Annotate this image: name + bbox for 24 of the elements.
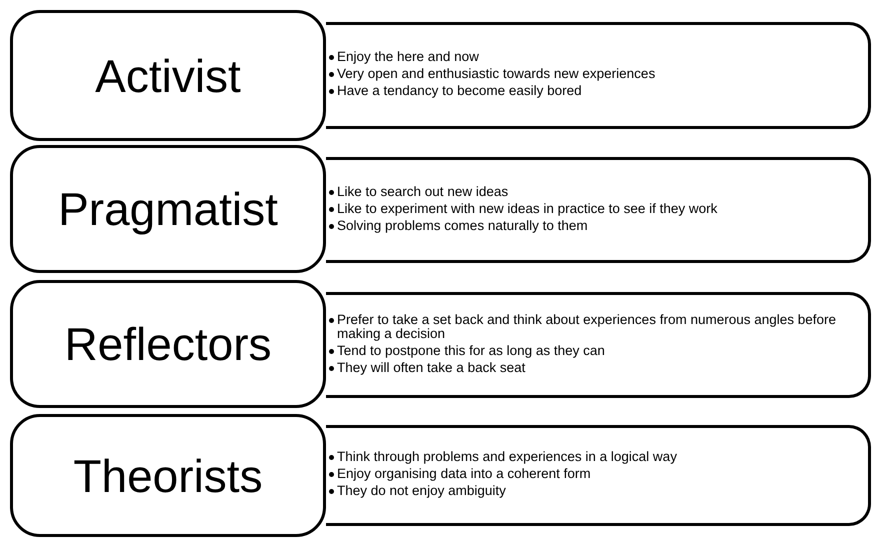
bullet-text: Solving problems comes naturally to them [337,218,588,232]
style-name: Theorists [73,448,263,502]
description-box [326,292,871,398]
bullet-text: Enjoy the here and now [337,50,479,64]
description-box [326,157,871,263]
description-box [326,22,871,129]
style-name: Activist [95,48,241,102]
style-box [10,10,326,141]
bullet-text: Prefer to take a set back and think about experiences from numerous angles before making a decision [337,312,838,340]
bullet-text: They do not enjoy ambiguity [337,484,506,498]
bullet-text: Like to search out new ideas [337,184,508,198]
style-box [10,145,326,273]
bullet-text: Have a tendancy to become easily bored [337,84,582,98]
bullet-text: Think through problems and experiences in a logical way [337,450,677,464]
bullet-text: Enjoy organising data into a coherent form [337,467,591,481]
bullet-text: Like to experiment with new ideas in practice to see if they work [337,202,718,216]
bullet-text: They will often take a back seat [337,360,526,374]
bullet-text: Tend to postpone this for as long as they can [337,344,605,358]
style-name: Reflectors [64,317,272,371]
bullet-text: Very open and enthusiastic towards new experiences [337,67,656,81]
style-box [10,414,326,537]
style-box [10,280,326,408]
description-box [326,425,871,526]
style-name: Pragmatist [58,182,278,236]
